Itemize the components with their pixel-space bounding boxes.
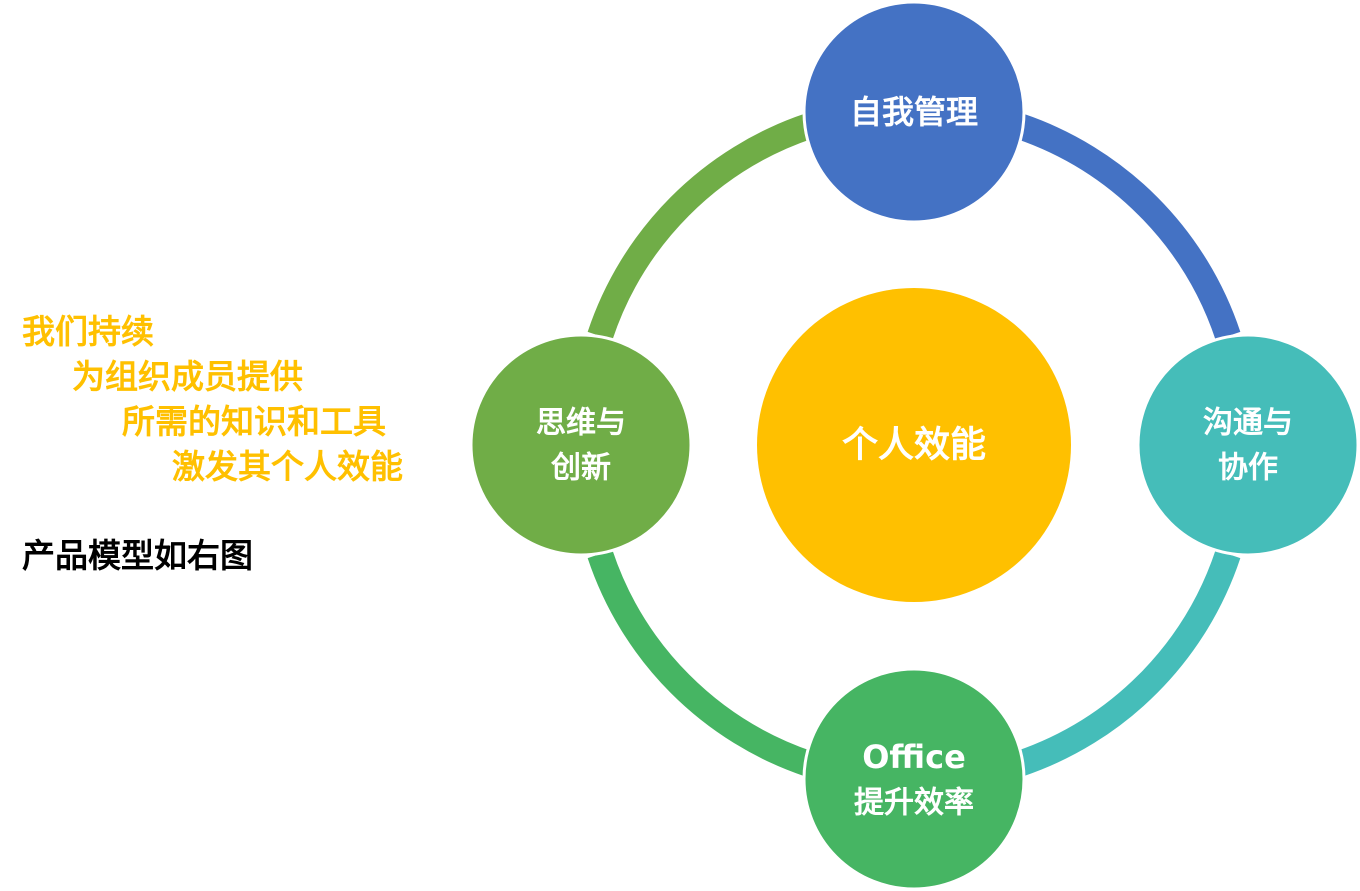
model-caption: 产品模型如右图 [22, 536, 253, 575]
arc-communication-to-office [1014, 549, 1241, 777]
tagline-line-2: 为组织成员提供 [72, 357, 303, 396]
node-communication-label-line-2: 协作 [1218, 451, 1278, 486]
center-node-circle [757, 288, 1071, 602]
tagline-line-3: 所需的知识和工具 [122, 402, 386, 441]
node-self-management-label: 自我管理 [850, 93, 978, 131]
node-communication: 沟通与 协作 [1136, 333, 1360, 557]
center-node-label: 个人效能 [842, 425, 986, 466]
node-communication-label-line-1: 沟通与 [1203, 406, 1293, 441]
node-office: Office 提升效率 [802, 667, 1026, 891]
tagline: 我们持续 为组织成员提供 所需的知识和工具 激发其个人效能 [0, 0, 460, 891]
tagline-line-1: 我们持续 [22, 312, 154, 351]
tagline-line-4: 激发其个人效能 [172, 447, 403, 486]
node-office-circle [802, 667, 1026, 891]
node-thinking-label-line-1: 思维与 [536, 406, 626, 441]
center-node: 个人效能 [757, 288, 1071, 602]
arc-office-to-thinking [587, 549, 814, 777]
arc-self-management-to-communication [1014, 113, 1241, 341]
node-thinking-label-line-2: 创新 [550, 451, 611, 486]
node-office-label-line-1: Office [862, 738, 966, 776]
node-office-label-line-2: 提升效率 [854, 786, 974, 821]
node-thinking-circle [469, 333, 693, 557]
node-thinking: 思维与 创新 [469, 333, 693, 557]
node-communication-circle [1136, 333, 1360, 557]
arc-thinking-to-self-management [587, 113, 814, 341]
node-self-management: 自我管理 [802, 0, 1026, 224]
node-self-management-circle [802, 0, 1026, 224]
